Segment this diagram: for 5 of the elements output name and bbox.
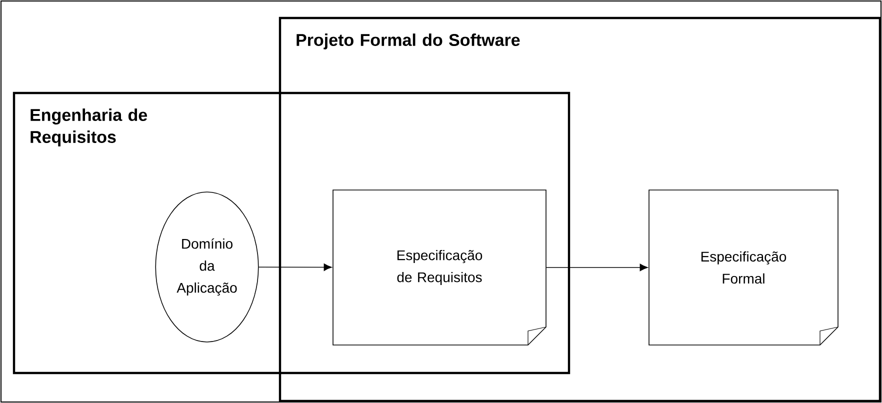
document-box: Especificação Formal	[648, 190, 838, 346]
arrow	[258, 264, 332, 271]
ellipse-node: Domínio da Aplicação	[155, 192, 259, 342]
arrow	[546, 264, 648, 272]
document-box: Especificação de Requisitos	[332, 190, 546, 346]
